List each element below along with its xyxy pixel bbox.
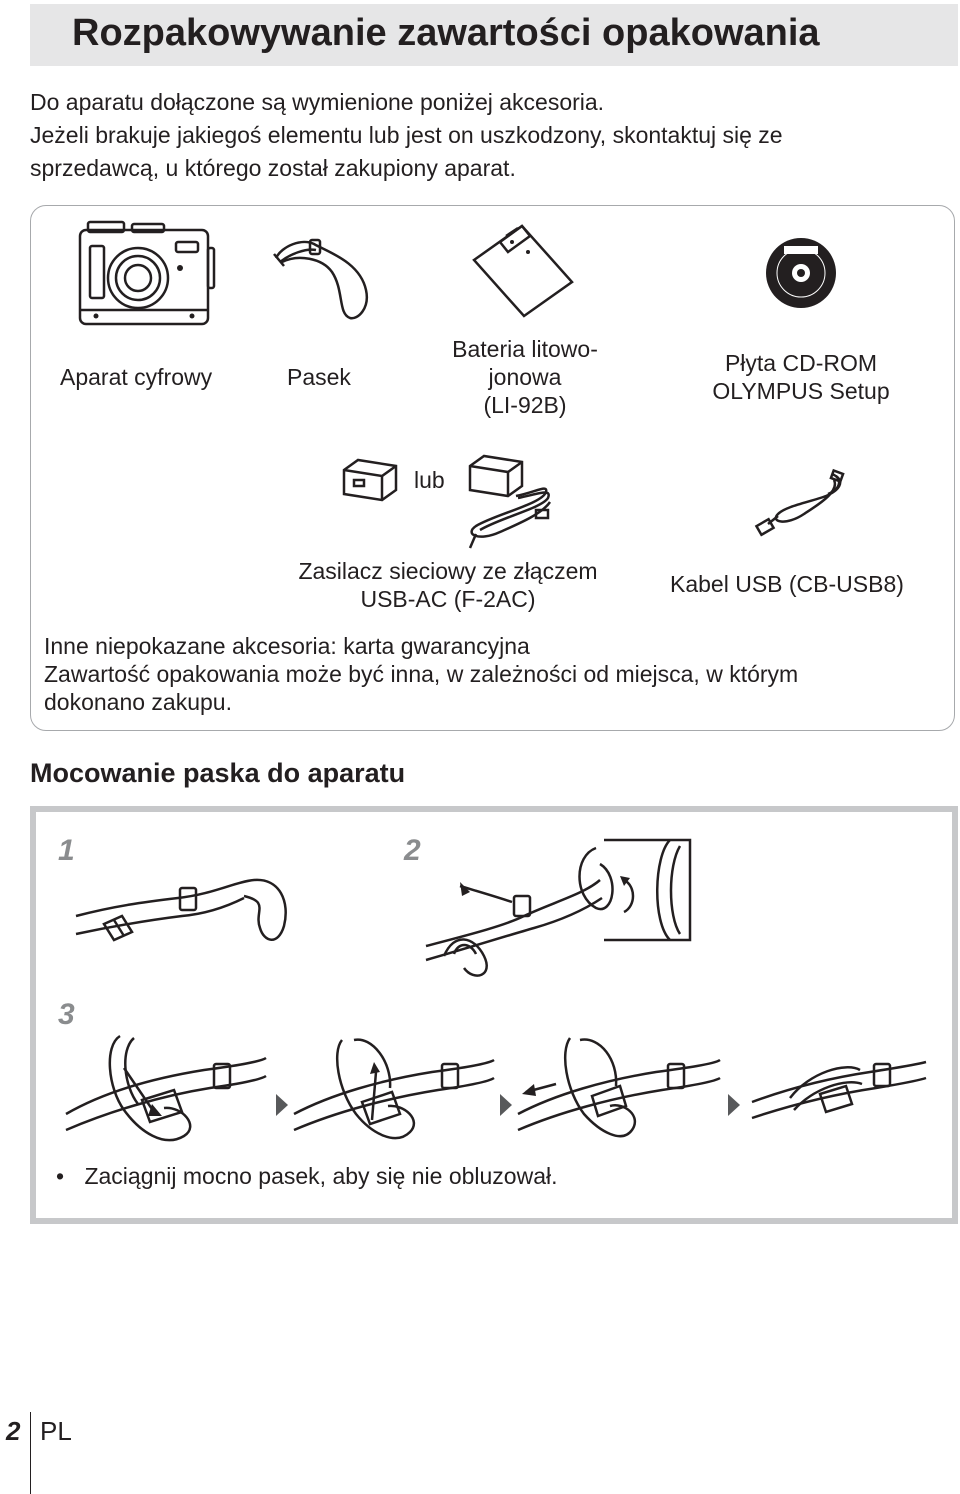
strap-steps-box	[30, 806, 958, 1224]
accessories-box	[30, 205, 955, 731]
note-line-3: dokonano zakupu.	[44, 689, 232, 715]
intro-line-1: Do aparatu dołączone są wymienione poniż…	[30, 89, 605, 115]
label-cd-rom-line-2: OLYMPUS Setup	[712, 378, 890, 404]
note-line-1: Inne niepokazane akcesoria: karta gwaran…	[44, 633, 530, 659]
strap-section-heading: Mocowanie paska do aparatu	[30, 758, 406, 788]
step-arrow-2-icon	[500, 1094, 512, 1116]
bullet-mark: •	[56, 1163, 65, 1189]
label-battery-line-2: jonowa	[488, 364, 562, 390]
step-number-1: 1	[58, 834, 75, 867]
label-or: lub	[414, 467, 445, 493]
label-cd-rom-line-1: Płyta CD-ROM	[724, 350, 878, 376]
battery-icon	[472, 224, 574, 318]
note-line-2: Zawartość opakowania może być inna, w za…	[44, 661, 799, 687]
intro-text: Do aparatu dołączone są wymienione poniż…	[30, 86, 950, 185]
page-number: 2	[6, 1416, 21, 1446]
cd-rom-icon	[766, 238, 836, 308]
usb-cable-icon	[754, 468, 845, 537]
intro-line-2: Jeżeli brakuje jakiegoś elementu lub jes…	[30, 122, 783, 148]
intro-line-3: sprzedawcą, u którego został zakupiony a…	[30, 155, 516, 181]
page-title: Rozpakowywanie zawartości opakowania	[72, 12, 820, 54]
label-ac-adapter-line-1: Zasilacz sieciowy ze złączem	[298, 558, 598, 584]
strap-icon	[273, 238, 369, 320]
camera-icon	[78, 220, 216, 326]
strap-instruction-text: Zaciągnij mocno pasek, aby się nie obluz…	[84, 1163, 558, 1189]
footer-divider	[30, 1412, 31, 1494]
step-1-illustration	[75, 878, 287, 942]
step-arrow-3-icon	[728, 1094, 740, 1116]
step-arrow-1-icon	[276, 1094, 288, 1116]
step-3a-illustration	[65, 1034, 267, 1142]
step-number-2: 2	[404, 834, 421, 867]
ac-adapter-with-cable-icon	[468, 454, 552, 549]
step-3b-illustration	[293, 1038, 495, 1140]
title-bar	[30, 4, 958, 66]
label-strap: Pasek	[287, 364, 351, 390]
label-battery: Bateria litowo- jonowa (LI-92B)	[430, 335, 620, 419]
step-2-illustration	[425, 838, 692, 977]
language-code: PL	[40, 1416, 72, 1446]
strap-instruction: • Zaciągnij mocno pasek, aby się nie obl…	[56, 1163, 558, 1190]
accessories-note: Inne niepokazane akcesoria: karta gwaran…	[44, 632, 798, 716]
label-usb-cable: Kabel USB (CB-USB8)	[670, 571, 904, 597]
ac-adapter-icon	[342, 458, 398, 502]
label-ac-adapter: Zasilacz sieciowy ze złączem USB-AC (F-2…	[270, 557, 626, 613]
label-battery-line-3: (LI-92B)	[483, 392, 567, 418]
label-camera: Aparat cyfrowy	[60, 364, 213, 390]
label-battery-line-1: Bateria litowo-	[452, 336, 598, 362]
label-cd-rom: Płyta CD-ROM OLYMPUS Setup	[690, 349, 912, 405]
step-3c-illustration	[517, 1037, 721, 1138]
step-3d-illustration	[751, 1060, 927, 1120]
label-ac-adapter-line-2: USB-AC (F-2AC)	[360, 586, 536, 612]
step-number-3: 3	[58, 998, 75, 1031]
